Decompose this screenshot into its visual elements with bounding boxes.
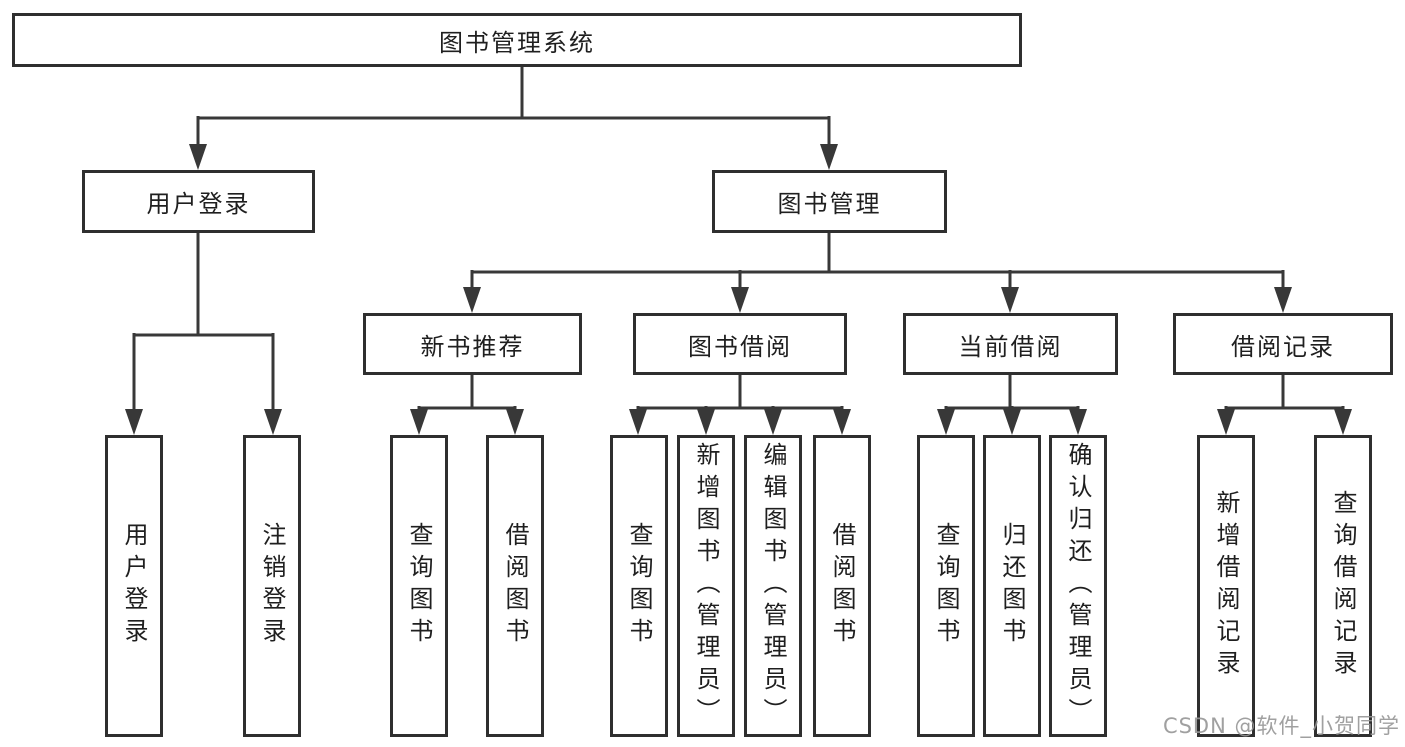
node-root: 图书管理系统: [12, 13, 1022, 67]
node-new-book-recommendation-label: 新书推荐: [420, 332, 525, 361]
leaf-borrow-add-book-admin: 新增图书（管理员）: [677, 435, 735, 737]
node-current-borrowing: 当前借阅: [903, 313, 1118, 375]
leaf-current-return-book: 归还图书: [983, 435, 1041, 737]
connector-record-to-leaves: [1224, 375, 1345, 411]
leaf-current-confirm-return-admin-label: 确认归还（管理员）: [1064, 442, 1092, 730]
node-book-management-label: 图书管理: [777, 190, 882, 218]
leaf-logout: 注销登录: [243, 435, 301, 737]
leaf-user-login: 用户登录: [105, 435, 163, 737]
connector-root-to-level2: [196, 67, 831, 146]
node-root-label: 图书管理系统: [439, 28, 595, 57]
leaf-borrow-add-book-admin-label: 新增图书（管理员）: [692, 442, 720, 730]
connector-currentborrow-to-leaves: [944, 375, 1080, 411]
connector-newbook-to-leaves: [417, 375, 517, 411]
leaf-borrow-edit-book-admin-label: 编辑图书（管理员）: [759, 442, 787, 730]
leaf-user-login-label: 用户登录: [120, 522, 148, 650]
leaf-record-add-borrow-record-label: 新增借阅记录: [1212, 490, 1240, 682]
leaf-current-return-book-label: 归还图书: [998, 522, 1026, 650]
node-borrowing-records: 借阅记录: [1173, 313, 1393, 375]
connector-bookmgmt-to-level3: [470, 233, 1285, 289]
arrowhead-icons: [125, 144, 1352, 435]
leaf-borrow-borrow-book-label: 借阅图书: [828, 522, 856, 650]
node-current-borrowing-label: 当前借阅: [958, 332, 1063, 361]
node-book-borrowing: 图书借阅: [633, 313, 847, 375]
leaf-borrow-query-book-label: 查询图书: [625, 522, 653, 650]
leaf-newbook-query-book-label: 查询图书: [405, 522, 433, 650]
leaf-record-query-borrow-record: 查询借阅记录: [1314, 435, 1372, 737]
leaf-newbook-query-book: 查询图书: [390, 435, 448, 737]
leaf-current-query-book: 查询图书: [917, 435, 975, 737]
leaf-newbook-borrow-book-label: 借阅图书: [501, 522, 529, 650]
leaf-newbook-borrow-book: 借阅图书: [486, 435, 544, 737]
node-new-book-recommendation: 新书推荐: [363, 313, 582, 375]
node-user-login: 用户登录: [82, 170, 315, 233]
leaf-borrow-query-book: 查询图书: [610, 435, 668, 737]
leaf-record-add-borrow-record: 新增借阅记录: [1197, 435, 1255, 737]
node-book-borrowing-label: 图书借阅: [688, 332, 792, 361]
node-book-management: 图书管理: [712, 170, 947, 233]
csdn-watermark: CSDN @软件_小贺同学: [1162, 714, 1400, 738]
connector-userlogin-to-leaves: [132, 233, 275, 411]
leaf-current-query-book-label: 查询图书: [932, 522, 960, 650]
node-borrowing-records-label: 借阅记录: [1231, 332, 1335, 361]
leaf-borrow-borrow-book: 借阅图书: [813, 435, 871, 737]
connector-bookborrow-to-leaves: [636, 375, 844, 411]
leaf-record-query-borrow-record-label: 查询借阅记录: [1329, 490, 1357, 682]
leaf-borrow-edit-book-admin: 编辑图书（管理员）: [744, 435, 802, 737]
leaf-logout-label: 注销登录: [258, 522, 286, 650]
leaf-current-confirm-return-admin: 确认归还（管理员）: [1049, 435, 1107, 737]
node-user-login-label: 用户登录: [146, 190, 251, 218]
